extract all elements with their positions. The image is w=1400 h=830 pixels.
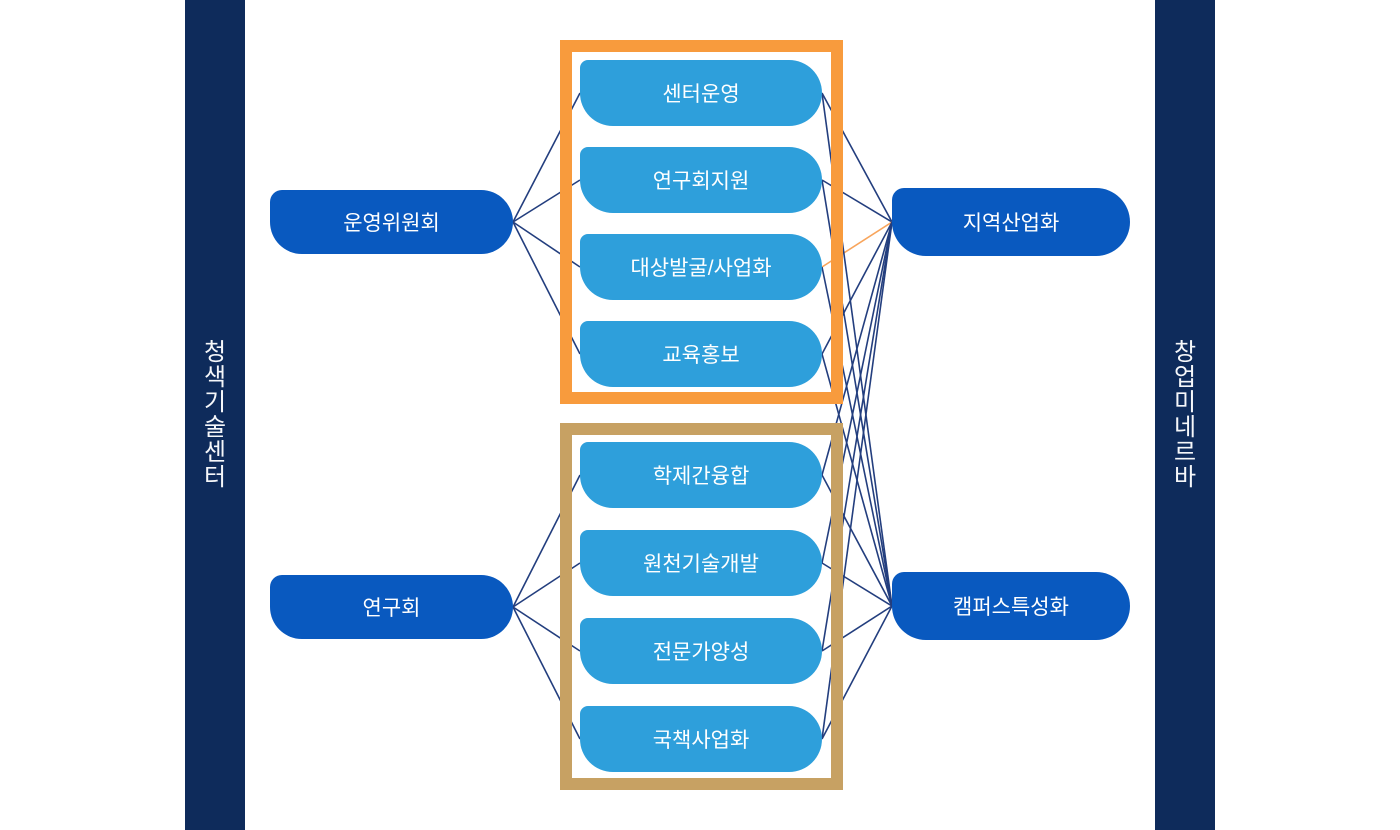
node-core-technology-development: 원천기술개발: [580, 530, 822, 596]
node-label: 연구회지원: [652, 170, 750, 193]
group-box-research: [560, 423, 843, 790]
node-center-operation: 센터운영: [580, 60, 822, 126]
node-education-promotion: 교육홍보: [580, 321, 822, 387]
node-target-discovery-commercialization: 대상발굴/사업화: [580, 234, 822, 300]
node-label: 운영위원회: [343, 212, 440, 235]
node-label: 교육홍보: [662, 344, 740, 367]
node-label: 캠퍼스특성화: [953, 596, 1069, 619]
node-label: 학제간융합: [652, 465, 750, 488]
node-expert-training: 전문가양성: [580, 618, 822, 684]
node-interdisciplinary-convergence: 학제간융합: [580, 442, 822, 508]
node-label: 전문가양성: [652, 641, 750, 664]
group-box-center-operations: [560, 40, 843, 404]
node-label: 대상발굴/사업화: [630, 257, 772, 280]
node-operating-committee: 운영위원회: [270, 190, 513, 254]
node-label: 센터운영: [662, 83, 740, 106]
node-national-project-commercialization: 국책사업화: [580, 706, 822, 772]
node-label: 국책사업화: [652, 729, 750, 752]
node-label: 지역산업화: [962, 212, 1060, 235]
node-campus-specialization: 캠퍼스특성화: [892, 572, 1130, 640]
node-label: 원천기술개발: [643, 553, 759, 576]
node-label: 연구회: [362, 597, 421, 620]
node-research-society: 연구회: [270, 575, 513, 639]
node-regional-industrialization: 지역산업화: [892, 188, 1130, 256]
node-research-society-support: 연구회지원: [580, 147, 822, 213]
